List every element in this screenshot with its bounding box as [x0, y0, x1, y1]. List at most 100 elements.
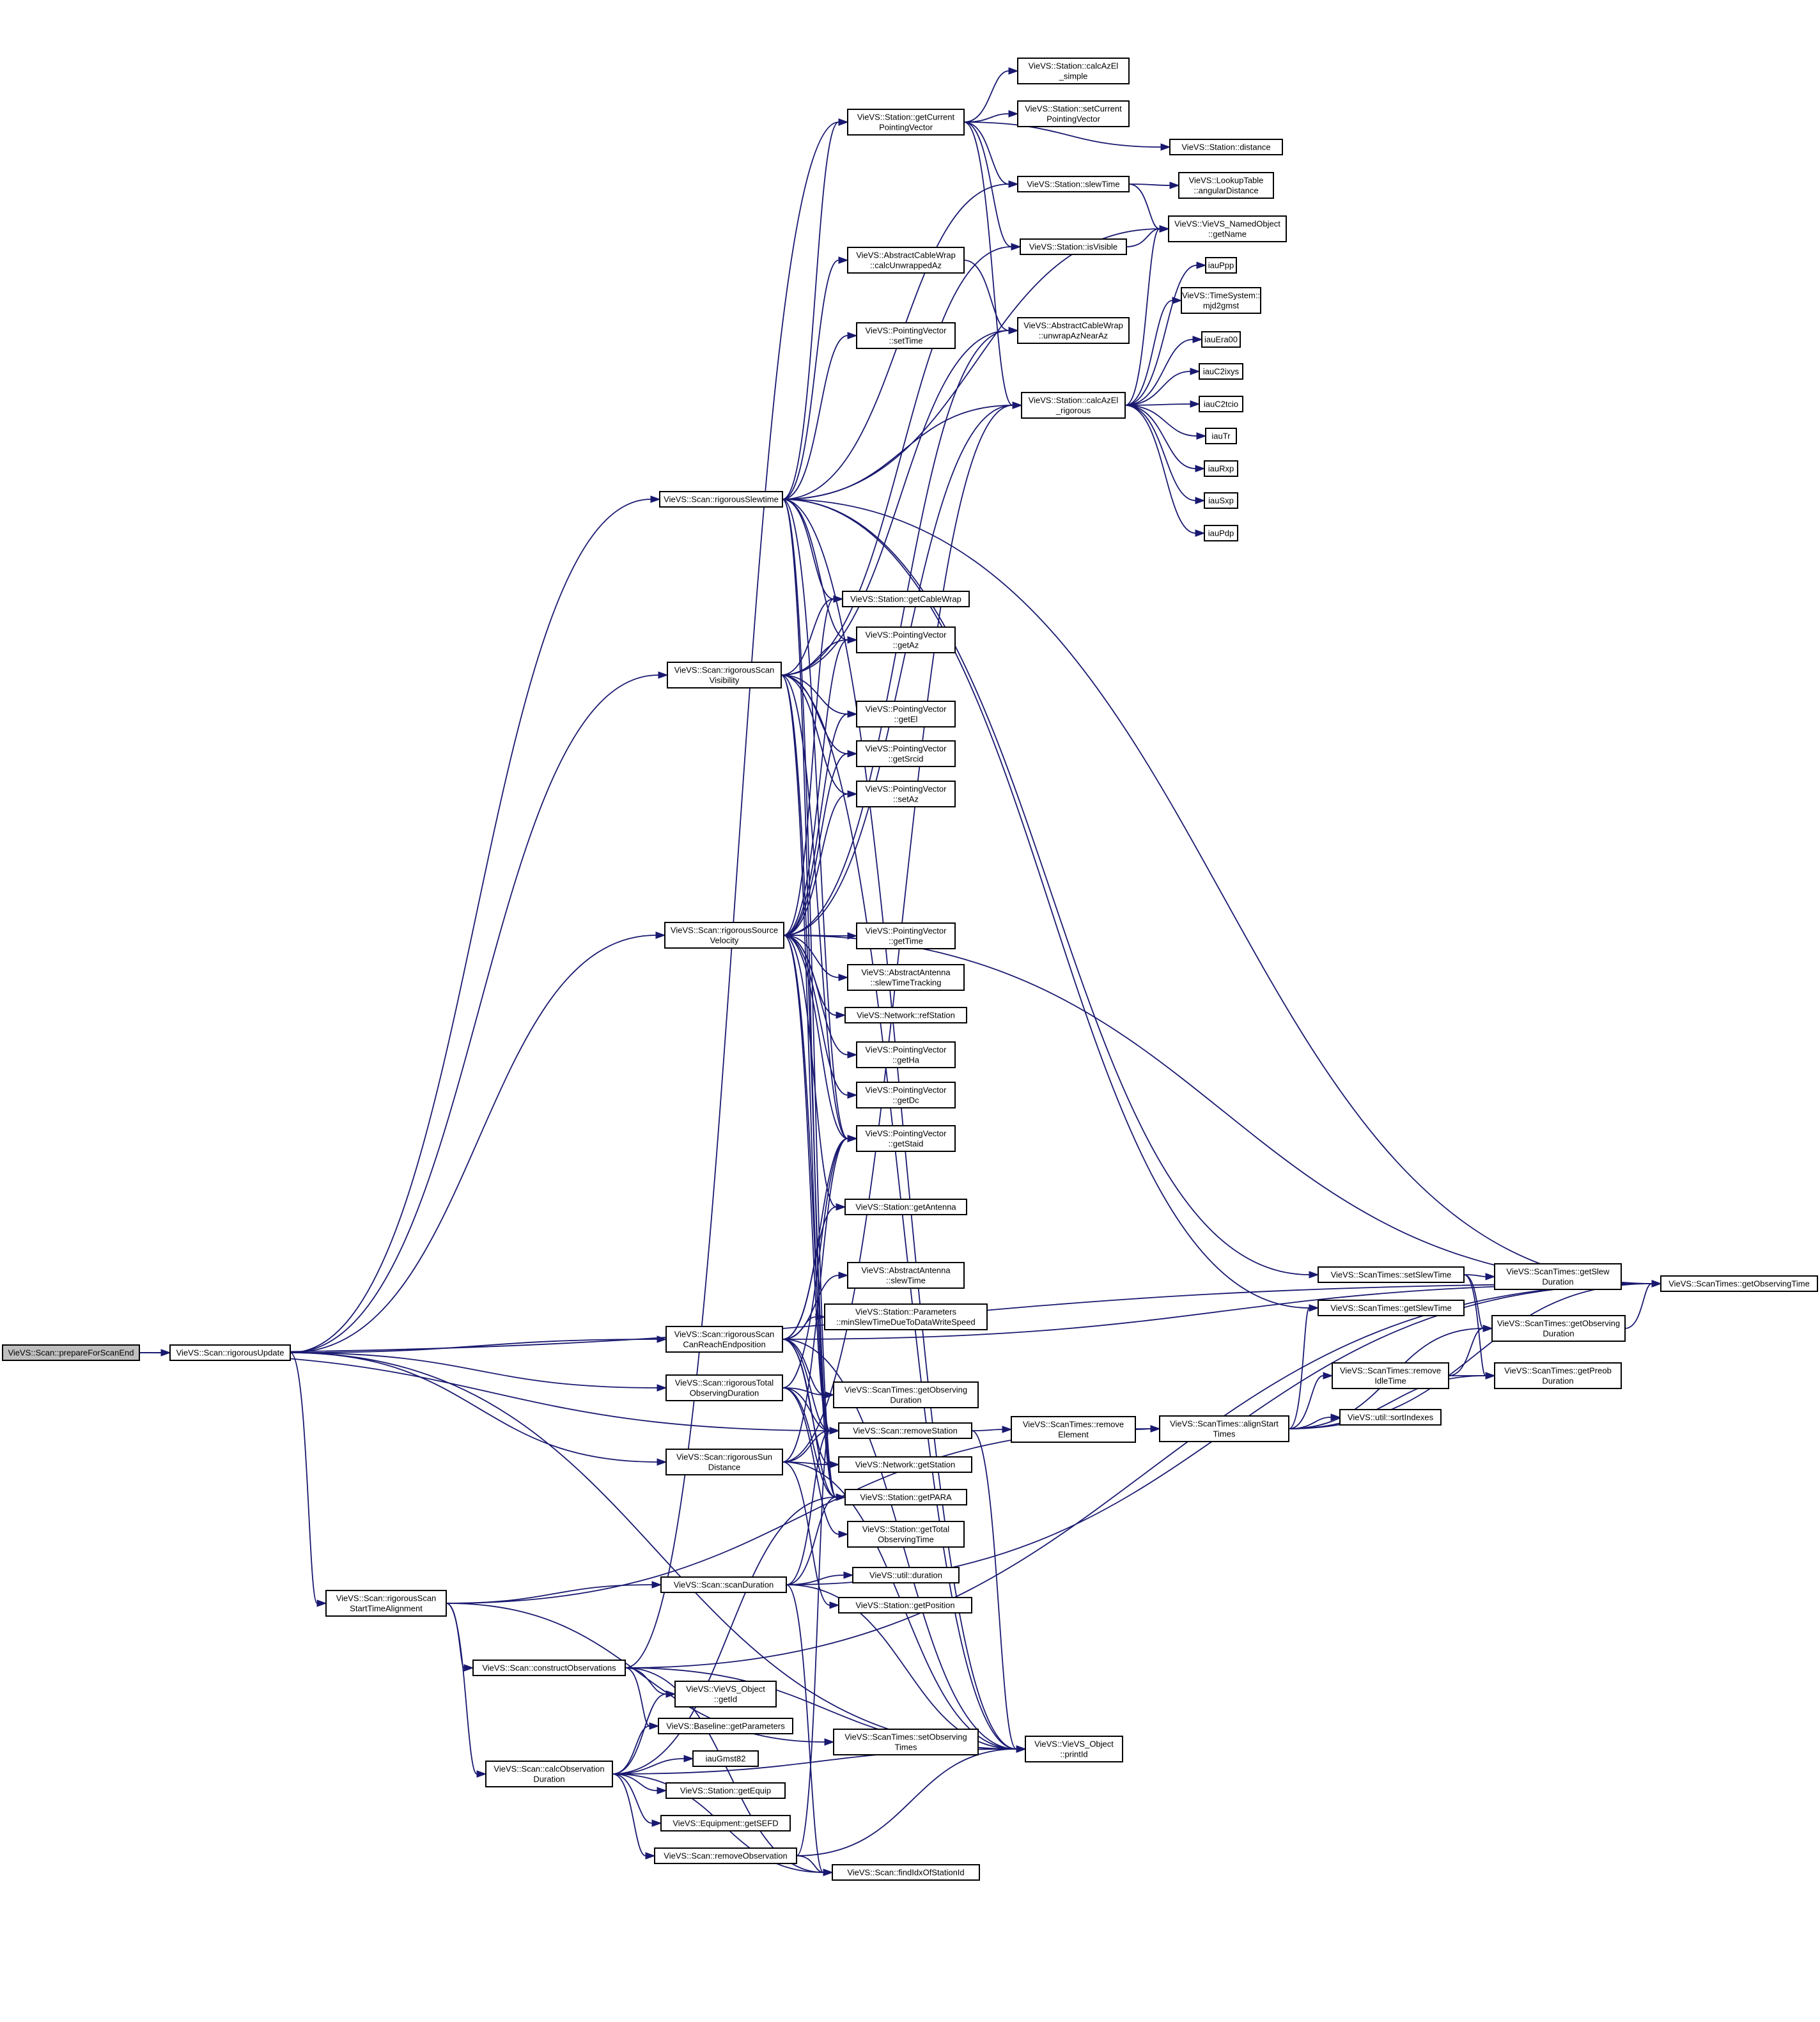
node-box: [1204, 525, 1238, 541]
node-iauGmst82[interactable]: iauGmst82: [692, 1750, 759, 1767]
node-getSEFD[interactable]: VieVS::Equipment::getSEFD: [660, 1815, 791, 1831]
node-iauRxp[interactable]: iauRxp: [1204, 460, 1238, 477]
node-pvGetSrcid[interactable]: VieVS::PointingVector::getSrcid: [856, 740, 956, 767]
node-label: Distance: [708, 1463, 741, 1472]
node-rigorousSlewtime[interactable]: VieVS::Scan::rigorousSlewtime: [659, 491, 783, 508]
edge-rigorousUpdate-to-rigorousScanVisibility: [290, 674, 659, 1353]
node-prepareForScanEnd[interactable]: VieVS::Scan::prepareForScanEnd: [2, 1344, 140, 1361]
node-refStation[interactable]: VieVS::Network::refStation: [844, 1007, 967, 1023]
node-calcAzEl_rigorous[interactable]: VieVS::Station::calcAzEl_rigorous: [1021, 392, 1126, 419]
node-calcAzEl_simple[interactable]: VieVS::Station::calcAzEl_simple: [1017, 58, 1130, 84]
node-label: PointingVector: [1046, 114, 1101, 124]
node-getEquip[interactable]: VieVS::Station::getEquip: [665, 1782, 786, 1799]
node-getName[interactable]: VieVS::VieVS_NamedObject::getName: [1168, 215, 1287, 242]
node-minSlewTime[interactable]: VieVS::Station::Parameters::minSlewTimeD…: [824, 1303, 988, 1330]
node-getAntenna[interactable]: VieVS::Station::getAntenna: [844, 1199, 967, 1215]
node-printId[interactable]: VieVS::VieVS_Object::printId: [1025, 1736, 1123, 1762]
node-removeStation[interactable]: VieVS::Scan::removeStation: [838, 1422, 972, 1439]
node-iauSxp[interactable]: iauSxp: [1204, 492, 1238, 509]
arrowhead-iauTr: [1196, 432, 1207, 440]
arrowhead-pvGetDc: [847, 1091, 858, 1099]
node-label: VieVS::Scan::scanDuration: [674, 1580, 774, 1590]
edge-rigorousSourceVelocity-to-slewTimeTracking: [783, 935, 839, 978]
edge-calcUnwrappedAz-to-unwrapAzNearAz: [963, 260, 1009, 331]
node-rigorousScanStartTimeAlignment[interactable]: VieVS::Scan::rigorousScanStartTimeAlignm…: [325, 1590, 447, 1617]
node-box: [664, 922, 784, 949]
arrowhead-baselineGetParameters: [649, 1722, 660, 1730]
arrowhead-scanDuration: [651, 1581, 662, 1589]
node-rigorousScanCanReachEndposition[interactable]: VieVS::Scan::rigorousScanCanReachEndposi…: [665, 1326, 783, 1353]
node-box: [838, 1422, 972, 1439]
node-getPARA[interactable]: VieVS::Station::getPARA: [844, 1489, 967, 1505]
edge-getCurrentPointingVector-to-calcAzEl_rigorous: [963, 121, 1013, 406]
node-getPosition[interactable]: VieVS::Station::getPosition: [838, 1597, 972, 1614]
node-iauPpp[interactable]: iauPpp: [1205, 257, 1237, 274]
node-setSlewTime[interactable]: VieVS::ScanTimes::setSlewTime: [1318, 1266, 1465, 1283]
node-distance[interactable]: VieVS::Station::distance: [1169, 139, 1283, 155]
node-calcUnwrappedAz[interactable]: VieVS::AbstractCableWrap::calcUnwrappedA…: [847, 247, 965, 274]
node-isVisible[interactable]: VieVS::Station::isVisible: [1020, 238, 1127, 255]
arrowhead-sortIndexes: [1330, 1413, 1341, 1421]
node-iauTr[interactable]: iauTr: [1205, 428, 1237, 444]
node-utilDuration[interactable]: VieVS::util::duration: [852, 1567, 960, 1583]
node-objGetId[interactable]: VieVS::VieVS_Object::getId: [674, 1681, 777, 1707]
node-pvSetAz[interactable]: VieVS::PointingVector::setAz: [856, 781, 956, 807]
edge-calcAzEl_rigorous-to-mjd2gmst: [1124, 300, 1173, 406]
node-rigorousUpdate[interactable]: VieVS::Scan::rigorousUpdate: [169, 1344, 291, 1361]
node-findIdxOfStationId[interactable]: VieVS::Scan::findIdxOfStationId: [832, 1864, 980, 1881]
arrowhead-iauEra00: [1192, 336, 1203, 343]
node-angularDistance[interactable]: VieVS::LookupTable::angularDistance: [1178, 172, 1274, 199]
node-getStation[interactable]: VieVS::Network::getStation: [838, 1456, 972, 1473]
node-rigorousTotalObservingDuration[interactable]: VieVS::Scan::rigorousTotalObservingDurat…: [665, 1374, 783, 1401]
node-slewTime[interactable]: VieVS::Station::slewTime: [1017, 176, 1130, 192]
node-label: VieVS::Scan::rigorousScan: [674, 665, 775, 675]
node-sortIndexes[interactable]: VieVS::util::sortIndexes: [1339, 1409, 1442, 1426]
node-label: VieVS::Equipment::getSEFD: [673, 1819, 778, 1828]
node-iauC2ixys[interactable]: iauC2ixys: [1199, 363, 1243, 380]
edge-scanDuration-to-getPARA: [786, 1497, 837, 1585]
node-pvSetTime[interactable]: VieVS::PointingVector::setTime: [856, 322, 956, 349]
node-constructObservations[interactable]: VieVS::Scan::constructObservations: [472, 1660, 626, 1676]
node-mjd2gmst[interactable]: VieVS::TimeSystem::mjd2gmst: [1181, 287, 1261, 314]
node-pvGetTime[interactable]: VieVS::PointingVector::getTime: [856, 922, 956, 949]
arrowhead-pvGetHa: [847, 1051, 858, 1059]
node-label: ::getHa: [892, 1055, 920, 1065]
node-aaSlewTime[interactable]: VieVS::AbstractAntenna::slewTime: [847, 1262, 965, 1289]
node-removeObservation[interactable]: VieVS::Scan::removeObservation: [654, 1847, 797, 1864]
node-slewTimeTracking[interactable]: VieVS::AbstractAntenna::slewTimeTracking: [847, 964, 965, 991]
node-baselineGetParameters[interactable]: VieVS::Baseline::getParameters: [658, 1718, 793, 1734]
node-box: [824, 1303, 988, 1330]
node-label: VieVS::Scan::rigorousScan: [674, 1330, 775, 1339]
edges-layer: [139, 67, 1662, 1876]
node-iauEra00[interactable]: iauEra00: [1201, 331, 1241, 348]
node-pvGetStaid[interactable]: VieVS::PointingVector::getStaid: [856, 1125, 956, 1152]
node-scanDuration[interactable]: VieVS::Scan::scanDuration: [660, 1576, 787, 1593]
node-pvGetEl[interactable]: VieVS::PointingVector::getEl: [856, 701, 956, 727]
node-unwrapAzNearAz[interactable]: VieVS::AbstractCableWrap::unwrapAzNearAz: [1017, 317, 1130, 344]
node-iauPdp[interactable]: iauPdp: [1204, 525, 1238, 541]
node-getObservingTime[interactable]: VieVS::ScanTimes::getObservingTime: [1660, 1275, 1818, 1292]
node-label: VieVS::PointingVector: [866, 1129, 947, 1139]
node-pvGetAz[interactable]: VieVS::PointingVector::getAz: [856, 626, 956, 653]
node-iauC2tcio[interactable]: iauC2tcio: [1199, 396, 1243, 412]
node-getCableWrap[interactable]: VieVS::Station::getCableWrap: [842, 591, 970, 607]
node-pvGetDc[interactable]: VieVS::PointingVector::getDc: [856, 1082, 956, 1108]
node-getSlewTime[interactable]: VieVS::ScanTimes::getSlewTime: [1318, 1300, 1465, 1316]
node-box: [856, 1125, 956, 1152]
node-pvGetHa[interactable]: VieVS::PointingVector::getHa: [856, 1041, 956, 1068]
